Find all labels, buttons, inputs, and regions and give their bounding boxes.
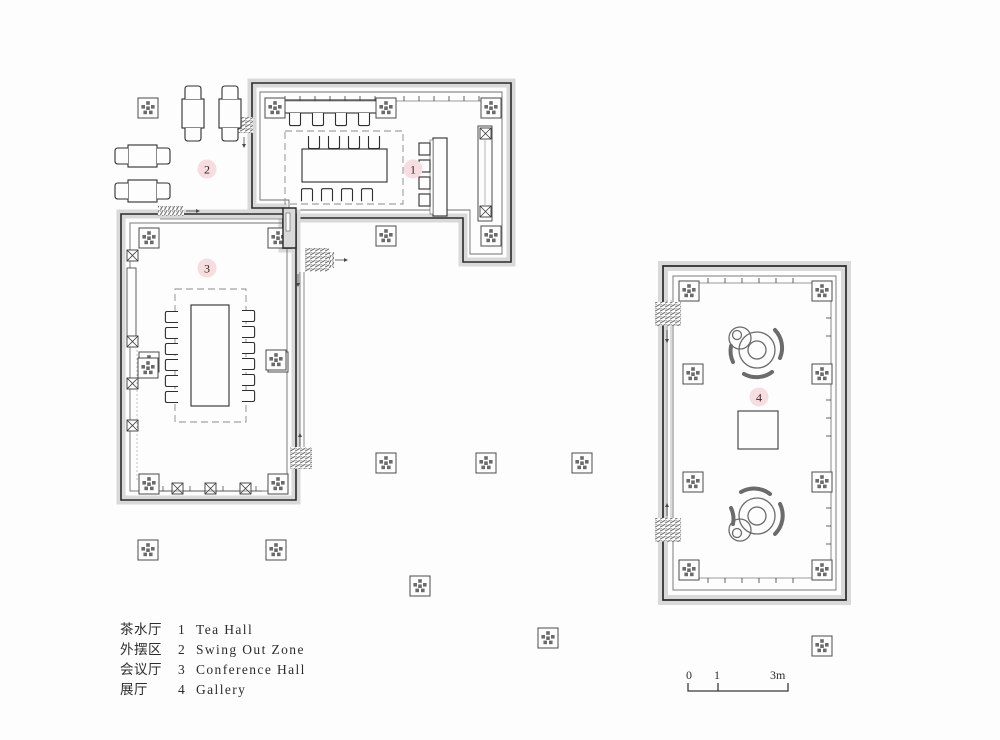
legend-cn-tea-hall: 茶水厅	[120, 622, 162, 637]
room-conference-hall	[116, 206, 329, 505]
outdoor-table-v2	[218, 85, 242, 142]
legend: 茶水厅 1 Tea Hall 外摆区 2 Swing Out Zone 会议厅 3 Conf…	[120, 620, 306, 700]
tea-hall-bar-counter	[432, 137, 448, 217]
tea-hall-table	[301, 148, 388, 183]
legend-row-gallery: 展厅 4 Gallery	[120, 680, 306, 700]
room-marker-3[interactable]: 3	[197, 258, 217, 278]
scale-bar-labels: 0 1 3m	[686, 668, 802, 682]
conf-stairs-right-lower	[290, 433, 312, 469]
room-marker-1[interactable]: 1	[403, 159, 423, 179]
connector-block	[282, 207, 297, 249]
tea-hall-wall-inner	[259, 91, 503, 255]
scale-bar-graphic	[687, 683, 789, 692]
conf-chairs-right	[241, 309, 256, 403]
legend-num-conference-hall: 3	[178, 662, 186, 677]
outdoor-table-h2	[114, 179, 171, 203]
marker-circle	[403, 159, 423, 179]
legend-en-tea-hall: Tea Hall	[196, 622, 254, 637]
gallery-bottom-ticks	[696, 577, 816, 583]
conf-table	[190, 304, 230, 407]
conf-bottom-xboxes	[171, 482, 252, 495]
gallery-stairs-lower	[655, 503, 681, 542]
scale-tick-3m: 3m	[770, 668, 786, 682]
tea-hall-table-chairs-bottom	[300, 188, 374, 202]
outdoor-table-h1	[114, 144, 171, 168]
conf-chairs-left	[164, 310, 179, 404]
legend-row-swing-out-zone: 外摆区 2 Swing Out Zone	[120, 640, 306, 660]
legend-row-conference-hall: 会议厅 3 Conference Hall	[120, 660, 306, 680]
room-marker-2[interactable]: 2	[197, 159, 217, 179]
room-gallery	[655, 261, 851, 605]
legend-en-conference-hall: Conference Hall	[196, 662, 306, 677]
gallery-top-ticks	[696, 278, 816, 284]
scale-bar: 0 1 3m	[686, 668, 802, 682]
legend-num-swing-out-zone: 2	[178, 642, 186, 657]
room-marker-4[interactable]: 4	[749, 387, 769, 407]
marker-circle	[197, 258, 217, 278]
conf-stairs-top	[158, 206, 200, 216]
conf-bottom-ticks	[160, 486, 262, 492]
conf-left-glazing	[126, 267, 137, 341]
tea-hall-table-chairs-top	[307, 135, 381, 150]
marker-label: 3	[204, 262, 210, 276]
marker-label: 1	[410, 163, 416, 177]
outdoor-table-v1	[181, 85, 205, 142]
scale-tick-1: 1	[714, 668, 720, 682]
legend-en-gallery: Gallery	[196, 682, 247, 697]
tea-hall-bench-chairs	[288, 112, 371, 127]
marker-circle	[197, 159, 217, 179]
legend-en-swing-out-zone: Swing Out Zone	[196, 642, 305, 657]
conf-top-corridor	[160, 218, 285, 224]
legend-num-tea-hall: 1	[178, 622, 186, 637]
legend-cn-gallery: 展厅	[120, 682, 148, 697]
gallery-stairs-upper	[655, 302, 681, 343]
legend-num-gallery: 4	[178, 682, 186, 697]
legend-row-tea-hall: 茶水厅 1 Tea Hall	[120, 620, 306, 640]
gallery-sculpture-lower	[728, 486, 785, 542]
gallery-wall-outer	[662, 265, 847, 601]
marker-label: 4	[756, 391, 762, 405]
marker-label: 2	[204, 163, 210, 177]
gallery-right-ticks	[826, 292, 832, 560]
conf-stairs-right-upper	[296, 248, 329, 287]
gallery-display-pedestal	[737, 410, 779, 450]
conf-wall-outer	[120, 213, 297, 501]
conf-zone-boundary	[174, 288, 247, 423]
tea-hall-wall-bench	[280, 99, 380, 114]
tea-hall-zone-boundary	[284, 130, 404, 205]
gallery-wall-inner	[672, 275, 837, 591]
legend-cn-conference-hall: 会议厅	[120, 662, 162, 677]
room-markers: 1 2 3 4	[197, 159, 769, 407]
scale-tick-0: 0	[686, 668, 692, 682]
legend-cn-swing-out-zone: 外摆区	[120, 642, 162, 657]
conf-right-corridor	[299, 272, 305, 462]
room-swing-out-zone	[114, 85, 242, 203]
gallery-sculpture-upper	[728, 326, 785, 380]
marker-circle	[749, 387, 769, 407]
